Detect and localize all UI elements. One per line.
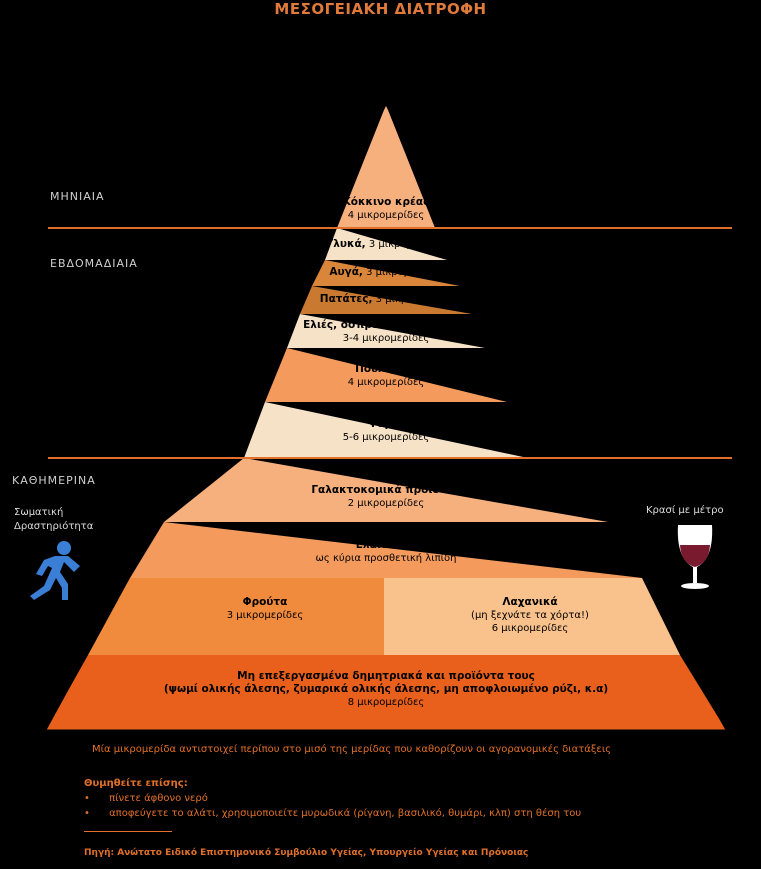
tier-fruits: Φρούτα 3 μικρομερίδες xyxy=(180,596,350,622)
band-fish xyxy=(244,402,528,458)
tier-serving: 2 μικρομερίδες xyxy=(347,498,425,509)
tier-serving: 6 μικρομερίδες xyxy=(491,623,569,634)
reminder-item: • αποφεύγετε το αλάτι, χρησιμοποιείτε μυ… xyxy=(84,808,582,819)
footnote: Μία μικρομερίδα αντιστοιχεί περίπου στο … xyxy=(92,744,612,755)
band-fruits xyxy=(88,578,384,655)
tier-serving: 8 μικρομερίδες xyxy=(347,697,425,708)
tier-serving: 3 μικρομερίδες xyxy=(226,610,304,621)
tier-serving: 3 μικρομερίδες xyxy=(375,294,453,305)
tier-serving: 5-6 μικρομερίδες xyxy=(342,432,430,443)
band-eggs xyxy=(312,260,460,286)
tier-name: Πατάτες, xyxy=(319,293,373,305)
tier-eggs: Αυγά, 3 μικρομερίδες xyxy=(300,266,472,279)
tier-name: Πουλερικά xyxy=(355,363,417,375)
reminder-heading: Θυμηθείτε επίσης: xyxy=(84,778,188,789)
tier-name: Ψάρια xyxy=(368,418,404,430)
tier-sweets: Γλυκά, 3 μικρομερίδες xyxy=(300,238,472,251)
label-daily: ΚΑΘΗΜΕΡΙΝΑ xyxy=(12,474,96,487)
source-text: Πηγή: Ανώτατο Ειδικό Επιστημονικό Συμβού… xyxy=(84,848,529,858)
bullet-icon: • xyxy=(84,793,90,804)
band-grains xyxy=(46,655,726,730)
tier-red-meat: Κόκκινο κρέας 4 μικρομερίδες xyxy=(300,196,472,222)
tier-fish: Ψάρια 5-6 μικρομερίδες xyxy=(280,418,492,444)
label-weekly: ΕΒΔΟΜΑΔΙΑΙΑ xyxy=(50,257,138,270)
band-sweets xyxy=(325,228,447,260)
tier-name: Κόκκινο κρέας xyxy=(342,196,430,208)
tier-name: Αυγά, xyxy=(329,266,363,278)
tier-olive-oil: Ελαιόλαδο ως κύρια προσθετική λιπίδη xyxy=(236,539,536,565)
tier-serving: 3 μικρομερίδες xyxy=(366,267,443,278)
page-title: ΜΕΣΟΓΕΙΑΚΗ ΔΙΑΤΡΟΦΗ xyxy=(274,0,487,18)
activity-label: Σωματική Δραστηριότητα xyxy=(14,506,93,534)
wine-label: Κρασί με μέτρο xyxy=(646,505,724,516)
tier-serving: 3 μικρομερίδες xyxy=(368,239,446,250)
tier-name: Γλυκά, xyxy=(326,238,366,250)
tier-olives-legumes: Ελιές, όσπρια, ξηροί καρποί 3-4 μικρομερ… xyxy=(280,319,492,345)
tier-serving: ως κύρια προσθετική λιπίδη xyxy=(315,553,457,564)
tier-vegetables: Λαχανικά (μη ξεχνάτε τα χόρτα!) 6 μικρομ… xyxy=(430,596,630,635)
band-olives-legumes xyxy=(287,314,485,348)
tier-poultry: Πουλερικά 4 μικρομερίδες xyxy=(280,363,492,389)
tier-note: (μη ξεχνάτε τα χόρτα!) xyxy=(471,610,589,621)
tier-serving: 4 μικρομερίδες xyxy=(347,377,425,388)
band-dairy xyxy=(164,458,608,522)
bullet-icon: • xyxy=(84,808,90,819)
reminder-item: • πίνετε άφθονο νερό xyxy=(84,793,208,804)
tier-name: Φρούτα xyxy=(242,596,288,608)
tier-serving: 4 μικρομερίδες xyxy=(347,210,425,221)
tier-name: Ελαιόλαδο xyxy=(355,539,417,551)
tier-dairy: Γαλακτοκομικά προϊόντα 2 μικρομερίδες xyxy=(236,484,536,510)
tier-grains: Μη επεξεργασμένα δημητριακά και προϊόντα… xyxy=(120,670,652,709)
tier-note: (ψωμί ολικής άλεσης, ζυμαρικά ολικής άλε… xyxy=(163,683,609,695)
band-potatoes xyxy=(300,286,472,314)
tier-serving: 3-4 μικρομερίδες xyxy=(342,333,430,344)
activity-line2: Δραστηριότητα xyxy=(14,521,94,532)
running-person-icon xyxy=(30,541,80,600)
tier-name: Γαλακτοκομικά προϊόντα xyxy=(311,484,461,496)
tier-name: Μη επεξεργασμένα δημητριακά και προϊόντα… xyxy=(237,670,535,682)
tier-name: Ελιές, όσπρια, ξηροί καρποί xyxy=(303,319,469,331)
wine-glass-icon xyxy=(677,525,713,589)
band-poultry xyxy=(265,348,507,402)
band-vegetables xyxy=(384,578,680,655)
source-divider xyxy=(84,831,172,832)
activity-line1: Σωματική xyxy=(14,507,64,518)
label-monthly: ΜΗΝΙΑΙΑ xyxy=(50,190,105,203)
tier-name: Λαχανικά xyxy=(502,596,558,608)
tier-potatoes: Πατάτες, 3 μικρομερίδες xyxy=(290,293,482,306)
band-red-meat xyxy=(337,105,435,228)
pyramid-outline xyxy=(45,103,727,731)
band-olive-oil xyxy=(130,522,642,578)
